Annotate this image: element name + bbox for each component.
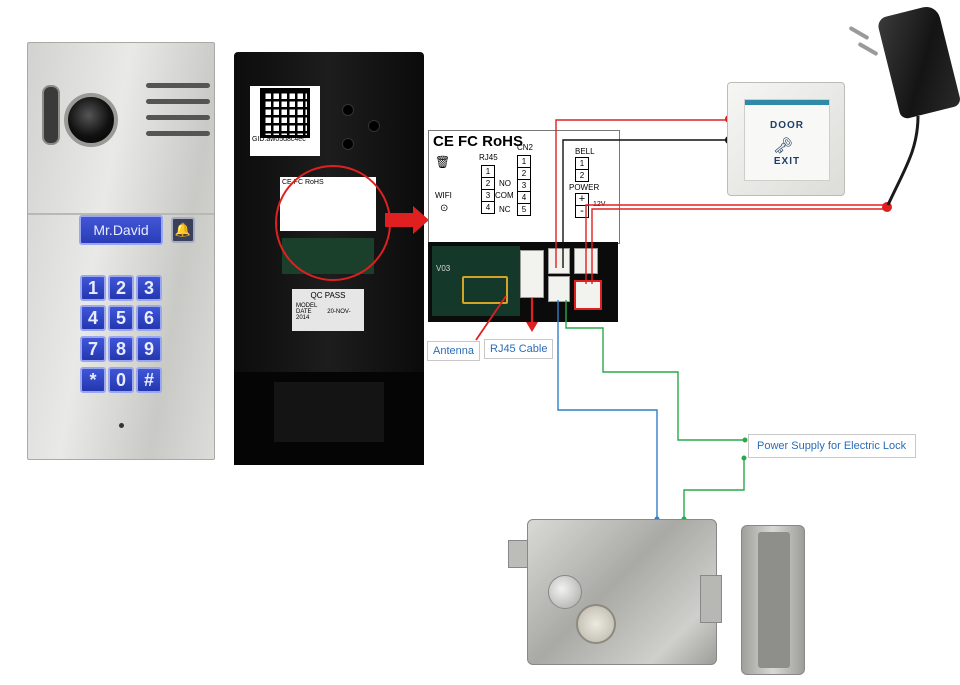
qc-model-label: MODEL [296,303,318,309]
exit-exit-text: EXIT [773,156,801,167]
speaker-grille [146,99,210,104]
cn2-connector [548,276,570,302]
keypad-key: 7 [80,336,106,362]
door-exit-button: DOOR 🗝 EXIT [727,82,845,196]
qr-code: GID:aw05d8c4ec [250,86,320,156]
keypad-key: 2 [108,275,134,301]
keypad-key: 5 [108,305,134,331]
keypad-key: * [80,367,106,393]
rj45-connector [520,250,544,298]
terminal-label: CE FC RoHS RJ45 CN2 🗑 WIFI ⊙ 1 2 3 4 NO … [428,130,620,244]
antenna-callout: Antenna [427,341,480,361]
green-wire [565,300,746,441]
green-wire [683,458,745,520]
qc-title: QC PASS [310,291,346,300]
wifi-icon: ⊙ [440,203,449,214]
antenna-pointer [475,295,507,341]
speaker-grille [146,131,210,136]
keypad-key: 9 [136,336,162,362]
speaker-grille [146,83,210,88]
relay-no: NO [499,179,511,188]
board-version: V03 [436,264,451,273]
qr-pattern-icon [260,88,310,138]
lock-latch [700,575,722,623]
key-cylinder-icon [576,604,616,644]
keypad-key: 1 [80,275,106,301]
exit-door-text: DOOR [770,120,804,131]
qc-tag: QC PASS MODEL DATE 20-NOV-2014 [292,289,364,331]
relay-com: COM [495,191,514,200]
rj45-cable-callout: RJ45 Cable [484,339,554,359]
housing-notch [274,382,384,442]
indicator-light [42,85,60,145]
keypad-key: 3 [136,275,162,301]
rj45-arrow-head-icon [526,322,538,332]
wifi-module-pcb: V03 [432,246,520,316]
electric-lock [527,519,717,665]
panel-divider [28,213,214,215]
black-wire [562,139,730,268]
bell-button: 🔔 [171,217,195,243]
keypad-key: 0 [108,367,134,393]
key-icon: 🗝 [773,138,794,155]
wifi-label: WIFI [435,191,452,200]
relay-nc: NC [499,205,511,214]
zoom-arrow-head-icon [413,206,429,234]
bell-label: BELL [575,147,595,156]
cn2-pin: 5 [517,203,531,216]
lock-strike-plate [741,525,805,675]
microphone-hole [119,423,124,428]
power-pin-minus: - [575,205,589,218]
name-plate: Mr.David [79,215,163,245]
screw-hole [342,104,354,116]
screw-hole [368,120,380,132]
strike-recess [758,532,790,668]
speaker-grille [146,115,210,120]
keypad-key: # [136,367,162,393]
zoom-arrow [385,213,415,227]
red-wire [555,119,730,268]
wire-junction-dot [882,202,892,212]
keypad-key: 6 [136,305,162,331]
power-wire-minus [591,208,887,284]
qc-date-value: 20-NOV-2014 [296,309,351,321]
exit-button-stripe [745,100,829,105]
cn2-connector [548,248,570,274]
screw-hole [342,138,354,150]
adapter-cable [886,115,920,206]
qc-date-label: DATE [296,309,312,315]
keypad-key: 4 [80,305,106,331]
wire-junction-dot [741,455,747,461]
cert-marks: CE FC RoHS [433,133,523,150]
pcb-antenna-trace [462,276,508,304]
intercom-front-panel: Mr.David 🔔 1 2 3 4 5 6 7 8 9 * 0 # [27,42,215,460]
wire-junction-dot [742,437,748,443]
power-wire-plus [585,204,887,284]
keypad-key: 8 [108,336,134,362]
power-supply-callout: Power Supply for Electric Lock [748,434,916,458]
cn2-label: CN2 [517,143,534,152]
camera-lens-icon [64,93,118,147]
lock-knob [548,575,582,609]
qr-id-text: GID:aw05d8c4ec [252,136,306,143]
exit-button-face: DOOR 🗝 EXIT [744,99,830,181]
blue-wire [557,300,658,520]
power-connector [574,280,602,310]
power-label: POWER [569,183,600,192]
rj45-label: RJ45 [479,153,498,162]
qc-date-row: DATE 20-NOV-2014 [296,309,360,321]
recycle-bin-icon: 🗑 [435,155,451,169]
rj45-pin: 4 [481,201,495,214]
bell-pin: 2 [575,169,589,182]
